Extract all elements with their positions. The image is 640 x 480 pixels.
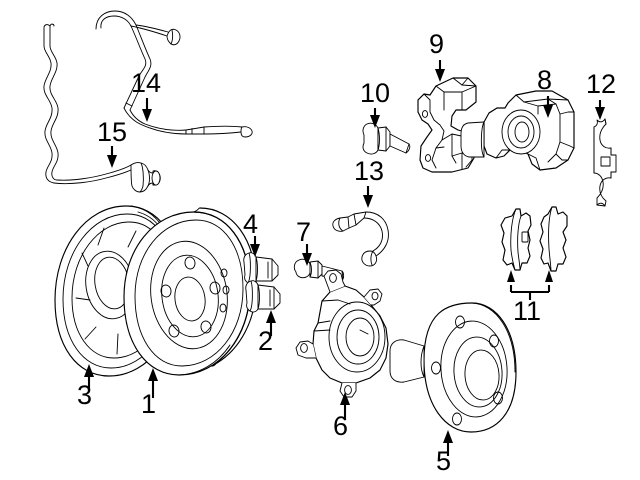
part-bolt-4 (243, 252, 279, 285)
callout-label-7: 7 (296, 217, 312, 247)
part-parking-brake-cable (95, 10, 253, 138)
callout-label-11: 11 (513, 296, 542, 326)
part-bearing-carrier-6 (295, 269, 389, 398)
callout-label-3: 3 (77, 380, 93, 410)
callout-label-13: 13 (354, 156, 385, 186)
callout-label-1: 1 (141, 389, 157, 419)
callout-label-5: 5 (436, 446, 452, 476)
part-wheel-hub-5 (389, 302, 517, 433)
callout-label-2: 2 (258, 326, 274, 356)
part-brake-pads-11 (500, 206, 568, 300)
part-brake-caliper-8 (460, 90, 575, 171)
callout-label-15: 15 (97, 117, 128, 147)
callout-label-6: 6 (333, 411, 349, 441)
callout-label-12: 12 (586, 69, 617, 99)
part-brake-rotor (123, 207, 257, 376)
callout-leaders (84, 60, 605, 456)
callout-label-4: 4 (243, 209, 259, 239)
part-retaining-clip-12 (593, 118, 617, 207)
callout-label-10: 10 (360, 78, 391, 108)
callout-label-9: 9 (429, 29, 445, 59)
part-abs-sensor-harness (43, 23, 161, 193)
callout-label-14: 14 (131, 68, 162, 98)
part-brake-hose-13 (332, 211, 389, 267)
part-bolt-2 (245, 280, 281, 313)
part-guide-bolt-10 (362, 122, 411, 155)
callout-label-8: 8 (537, 65, 553, 95)
